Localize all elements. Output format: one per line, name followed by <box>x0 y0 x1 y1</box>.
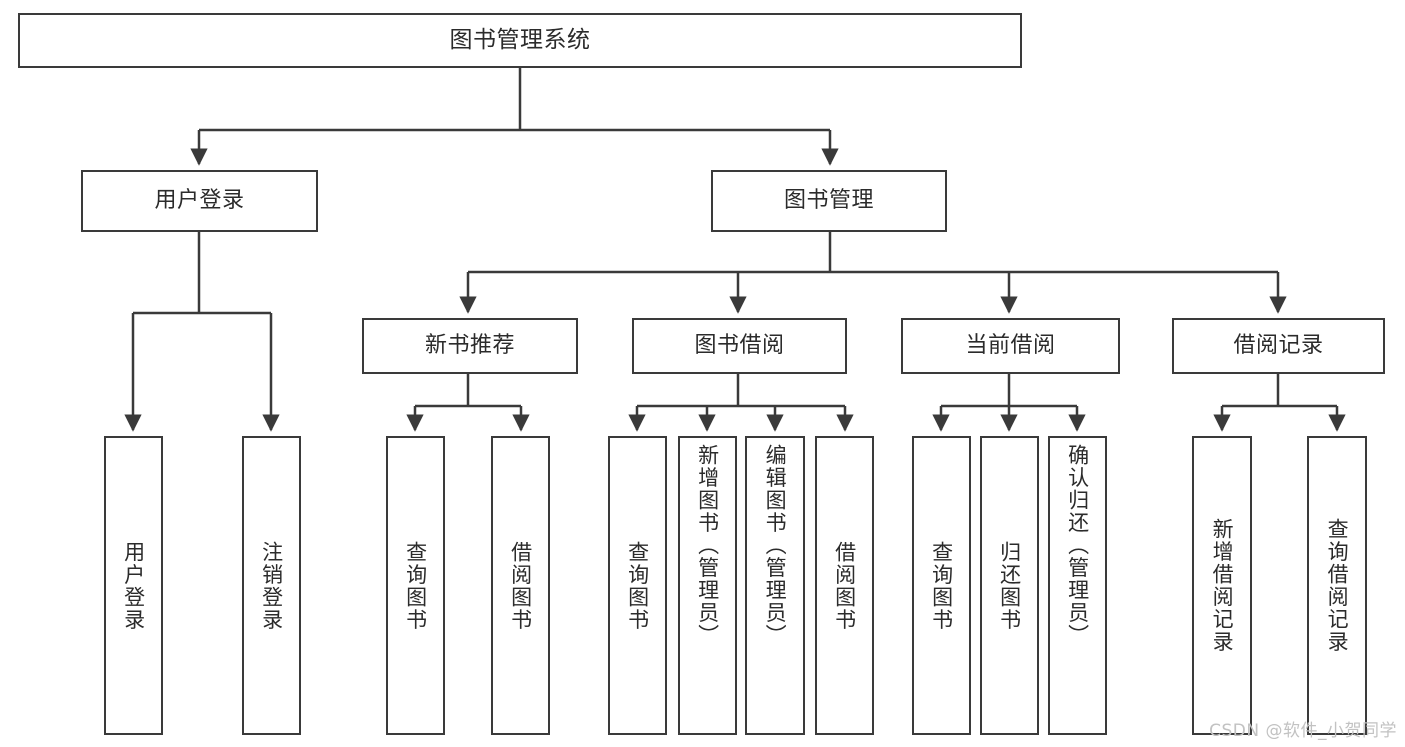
leaf-return-book[interactable]: 归还图书 <box>980 436 1039 735</box>
leaf-query-book-2[interactable]: 查询图书 <box>608 436 667 735</box>
leaf-query-book-1[interactable]: 查询图书 <box>386 436 445 735</box>
leaf-edit-book-label: 编辑图书（管理员） <box>763 444 788 647</box>
leaf-borrow-book-2[interactable]: 借阅图书 <box>815 436 874 735</box>
node-root-label: 图书管理系统 <box>449 27 591 54</box>
node-user-login[interactable]: 用户登录 <box>81 170 318 232</box>
node-new-book-recommend-label: 新书推荐 <box>424 332 515 358</box>
node-user-login-label: 用户登录 <box>154 187 245 213</box>
node-book-borrow-label: 图书借阅 <box>694 332 785 358</box>
leaf-borrow-book-1[interactable]: 借阅图书 <box>491 436 550 735</box>
leaf-user-login[interactable]: 用户登录 <box>104 436 163 735</box>
leaf-query-book-2-label: 查询图书 <box>625 540 650 631</box>
node-borrow-record-label: 借阅记录 <box>1233 332 1324 358</box>
leaf-edit-book[interactable]: 编辑图书（管理员） <box>745 436 805 735</box>
leaf-borrow-book-1-label: 借阅图书 <box>508 540 533 631</box>
node-new-book-recommend[interactable]: 新书推荐 <box>362 318 578 374</box>
leaf-add-record[interactable]: 新增借阅记录 <box>1192 436 1252 735</box>
node-current-borrow[interactable]: 当前借阅 <box>901 318 1120 374</box>
leaf-add-record-label: 新增借阅记录 <box>1210 518 1235 653</box>
leaf-query-book-3-label: 查询图书 <box>929 540 954 631</box>
leaf-add-book[interactable]: 新增图书（管理员） <box>678 436 737 735</box>
leaf-query-record-label: 查询借阅记录 <box>1325 518 1350 653</box>
leaf-query-book-1-label: 查询图书 <box>403 540 428 631</box>
leaf-query-record[interactable]: 查询借阅记录 <box>1307 436 1367 735</box>
node-current-borrow-label: 当前借阅 <box>965 332 1056 358</box>
leaf-add-book-label: 新增图书（管理员） <box>695 444 720 647</box>
leaf-confirm-return-label: 确认归还（管理员） <box>1065 444 1090 647</box>
leaf-user-login-label: 用户登录 <box>121 540 146 631</box>
leaf-borrow-book-2-label: 借阅图书 <box>832 540 857 631</box>
node-root[interactable]: 图书管理系统 <box>18 13 1022 68</box>
csdn-watermark: CSDN @软件_小贺同学 <box>1209 721 1397 741</box>
leaf-query-book-3[interactable]: 查询图书 <box>912 436 971 735</box>
node-book-management-label: 图书管理 <box>783 187 874 213</box>
leaf-logout-label: 注销登录 <box>259 540 284 631</box>
node-book-borrow[interactable]: 图书借阅 <box>632 318 847 374</box>
leaf-logout[interactable]: 注销登录 <box>242 436 301 735</box>
node-book-management[interactable]: 图书管理 <box>711 170 947 232</box>
leaf-return-book-label: 归还图书 <box>997 540 1022 631</box>
leaf-confirm-return[interactable]: 确认归还（管理员） <box>1048 436 1107 735</box>
node-borrow-record[interactable]: 借阅记录 <box>1172 318 1385 374</box>
